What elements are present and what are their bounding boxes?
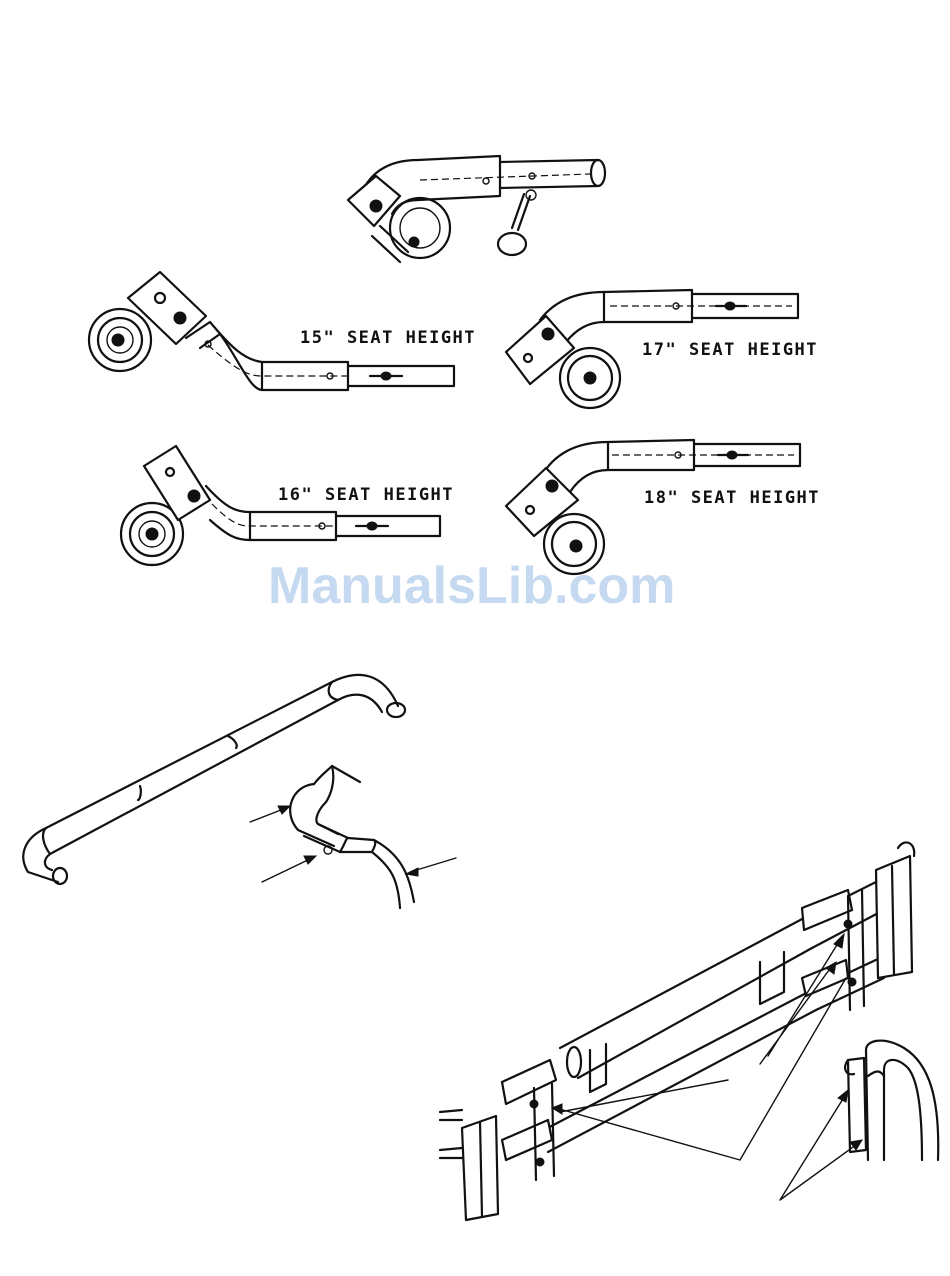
label-18-seat-height: 18" SEAT HEIGHT xyxy=(644,488,820,508)
label-16-seat-height: 16" SEAT HEIGHT xyxy=(278,485,454,505)
side-frame-assembly xyxy=(440,842,914,1220)
label-17-seat-height: 17" SEAT HEIGHT xyxy=(642,340,818,360)
caster-config-15-inch: 15" SEAT HEIGHT xyxy=(89,272,476,390)
caster-config-18-inch: 18" SEAT HEIGHT xyxy=(506,440,820,574)
bracket-clip-detail xyxy=(780,1041,938,1200)
bent-tube-detail xyxy=(250,766,456,908)
label-15-seat-height: 15" SEAT HEIGHT xyxy=(300,328,476,348)
exploded-caster-assembly xyxy=(348,156,605,262)
caster-config-17-inch: 17" SEAT HEIGHT xyxy=(506,290,818,408)
watermark: ManualsLib.com xyxy=(268,557,675,615)
caster-config-16-inch: 16" SEAT HEIGHT xyxy=(121,446,454,565)
